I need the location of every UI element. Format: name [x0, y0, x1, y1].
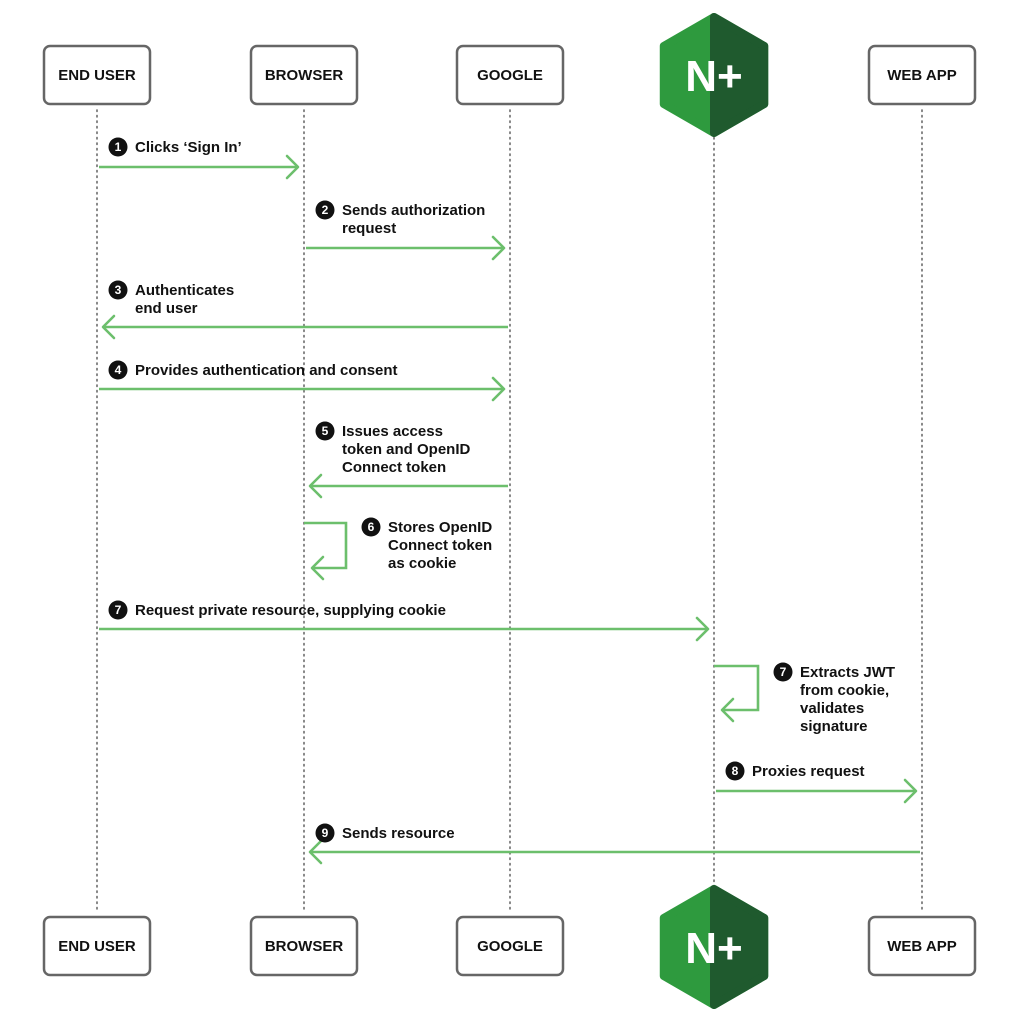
actor-google-bottom: GOOGLE: [455, 915, 565, 977]
actor-web-app-bottom: WEB APP: [867, 915, 977, 977]
step-text-line: Connect token: [388, 537, 492, 554]
step-number-badge: [361, 517, 381, 537]
step-number: 8: [732, 764, 739, 778]
self-loop-arrow: [304, 521, 348, 570]
actor-end-user-bottom: END USER: [42, 915, 152, 977]
actor-label: GOOGLE: [477, 938, 543, 955]
step-text-line: Provides authentication and consent: [135, 362, 398, 379]
step-text-line: Proxies request: [752, 763, 865, 780]
actor-browser-top: BROWSER: [249, 44, 359, 106]
step-number: 5: [322, 424, 329, 438]
nginx-plus-logo-top: N+: [659, 13, 769, 137]
step-number-badge: [725, 761, 745, 781]
step-number: 9: [322, 826, 329, 840]
step-text-line: Clicks ‘Sign In’: [135, 139, 242, 156]
step-text-line: Issues access: [342, 423, 443, 440]
step-text-line: Stores OpenID: [388, 519, 492, 536]
step-text-line: as cookie: [388, 555, 456, 572]
actor-label: GOOGLE: [477, 67, 543, 84]
self-loop-arrow: [714, 664, 760, 712]
actor-label: END USER: [58, 67, 136, 84]
actor-label: WEB APP: [887, 938, 956, 955]
step-9: 8 Proxies request: [716, 761, 918, 804]
actor-label: BROWSER: [265, 67, 344, 84]
step-text-line: token and OpenID: [342, 441, 471, 458]
step-text-line: from cookie,: [800, 682, 889, 699]
step-7: 7 Request private resource, supplying coo…: [99, 600, 710, 642]
step-text-line: Sends authorization: [342, 202, 485, 219]
step-text-line: end user: [135, 300, 198, 317]
step-number-badge: [108, 600, 128, 620]
step-text-line: request: [342, 220, 396, 237]
step-text-line: Sends resource: [342, 825, 455, 842]
actor-label: BROWSER: [265, 938, 344, 955]
actor-browser-bottom: BROWSER: [249, 915, 359, 977]
step-text-line: Connect token: [342, 459, 446, 476]
step-10: 9 Sends resource: [308, 823, 920, 865]
step-number: 6: [368, 520, 375, 534]
step-number-badge: [315, 200, 335, 220]
actor-google-top: GOOGLE: [455, 44, 565, 106]
step-number: 3: [115, 283, 122, 297]
step-number: 2: [322, 203, 329, 217]
step-text-line: Request private resource, supplying cook…: [135, 602, 446, 619]
step-number-badge: [108, 137, 128, 157]
step-text-line: validates: [800, 700, 864, 717]
step-number: 4: [115, 363, 122, 377]
step-text-line: Authenticates: [135, 282, 234, 299]
nginx-plus-logo-text: N+: [685, 52, 742, 101]
step-4: 4 Provides authentication and consent: [99, 360, 506, 402]
step-number: 7: [780, 665, 787, 679]
actor-end-user-top: END USER: [42, 44, 152, 106]
step-text-line: signature: [800, 718, 868, 735]
step-number-badge: [108, 280, 128, 300]
step-1: 1 Clicks ‘Sign In’: [99, 137, 300, 180]
step-number-badge: [315, 421, 335, 441]
actor-label: END USER: [58, 938, 136, 955]
step-number-badge: [108, 360, 128, 380]
nginx-plus-logo-text: N+: [685, 924, 742, 973]
actor-label: WEB APP: [887, 67, 956, 84]
actor-web-app-top: WEB APP: [867, 44, 977, 106]
step-text-line: Extracts JWT: [800, 664, 895, 681]
step-number: 7: [115, 603, 122, 617]
nginx-plus-logo-bottom: N+: [659, 885, 769, 1009]
step-number-badge: [773, 662, 793, 682]
step-number: 1: [115, 140, 122, 154]
step-number-badge: [315, 823, 335, 843]
